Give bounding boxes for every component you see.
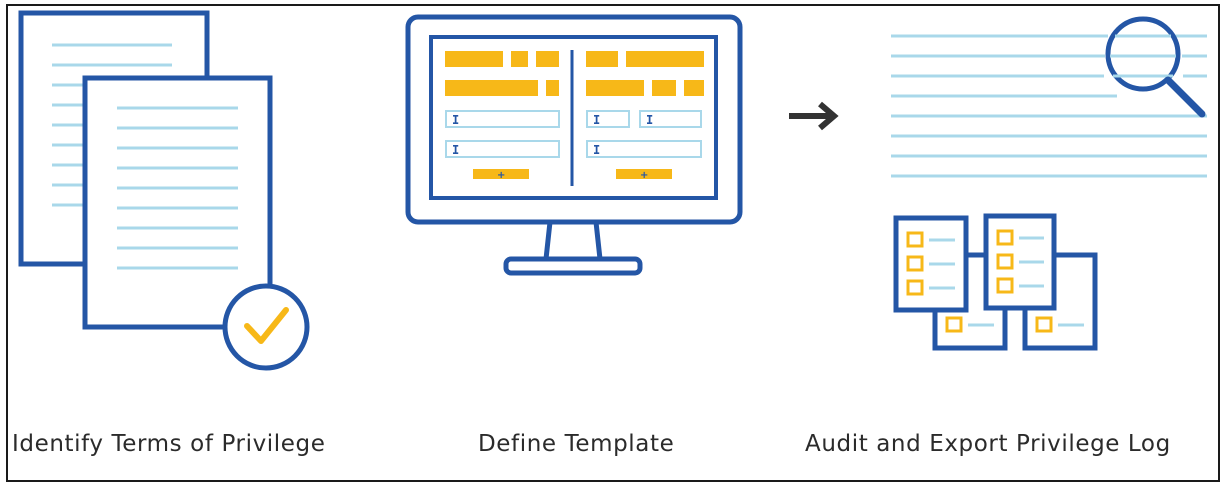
plus-icon: + (497, 170, 505, 181)
checklist-card (983, 213, 1057, 311)
arrow-right-icon (789, 101, 839, 131)
checklist-card (893, 215, 969, 313)
cursor-icon: I (646, 113, 653, 127)
step-label-define: Define Template (478, 431, 675, 457)
monitor-template-icon: I I + I I I + (405, 14, 743, 276)
front-document (82, 75, 273, 330)
left-panel-blocks (445, 51, 559, 96)
monitor-base (503, 256, 643, 276)
documents-check-icon (18, 10, 310, 371)
cursor-icon: I (593, 143, 600, 157)
audit-log-icon (891, 16, 1207, 351)
right-panel-blocks (586, 51, 704, 96)
log-lines (891, 34, 1207, 178)
check-circle-icon (222, 283, 310, 371)
plus-icon: + (640, 170, 648, 181)
step-label-identify: Identify Terms of Privilege (12, 431, 326, 457)
left-add-button (473, 169, 529, 179)
cursor-icon: I (452, 113, 459, 127)
cursor-icon: I (452, 143, 459, 157)
back-document-lines (52, 43, 172, 207)
right-field-1 (586, 110, 630, 128)
right-field-3 (586, 140, 702, 158)
checkmark-icon (244, 307, 289, 344)
monitor-stand (543, 221, 603, 262)
left-field-2 (445, 140, 560, 158)
right-field-2 (639, 110, 702, 128)
right-add-button (616, 169, 672, 179)
cursor-icon: I (593, 113, 600, 127)
step-label-audit: Audit and Export Privilege Log (805, 431, 1171, 457)
left-field-1 (445, 110, 560, 128)
magnifier-icon (1105, 16, 1206, 118)
front-document-lines (117, 106, 238, 270)
